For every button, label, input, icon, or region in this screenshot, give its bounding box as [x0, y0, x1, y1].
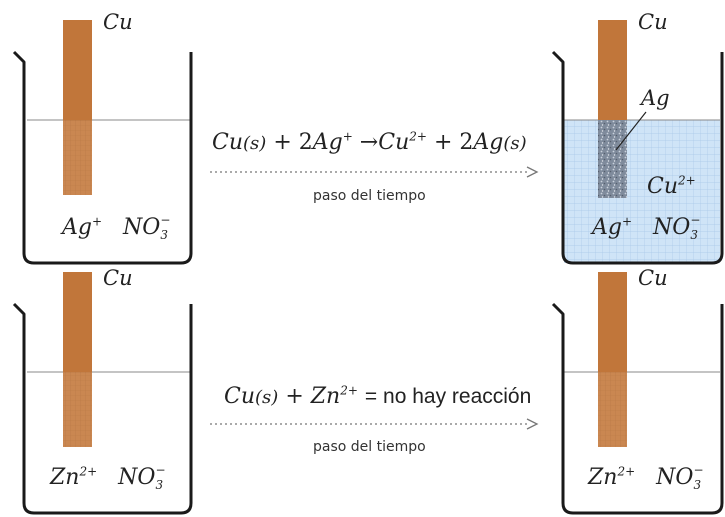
- cation: Zn: [50, 465, 80, 490]
- anion-charge: −: [690, 212, 701, 227]
- reactant-2: Zn: [310, 384, 341, 409]
- anion-charge: −: [693, 462, 704, 477]
- anion: NO: [123, 215, 161, 240]
- cation-charge: 2+: [79, 464, 98, 479]
- deposit-pointer-line: [615, 111, 647, 151]
- time-arrow-top: [210, 166, 539, 178]
- copper-rod-submerged: [63, 120, 92, 195]
- plus-sign: +: [273, 130, 292, 155]
- copper-rod-submerged: [598, 372, 627, 447]
- anion: NO: [653, 215, 691, 240]
- copper-rod-submerged: [63, 372, 92, 447]
- plus-sign: +: [285, 384, 304, 409]
- anion: NO: [118, 465, 156, 490]
- beaker-outline: [551, 50, 724, 265]
- copper-rod: [63, 272, 92, 372]
- cation-charge: 2+: [617, 464, 636, 479]
- metal-label: Cu: [638, 266, 668, 290]
- silver-deposit: [598, 120, 627, 198]
- beaker-cu-znno3-after: [551, 272, 724, 515]
- beaker-cu-agno3-before: [12, 20, 193, 265]
- arrow-head: [526, 418, 539, 430]
- anion-charge: −: [160, 212, 171, 227]
- ion-label-row: Ag+ NO−3: [62, 212, 171, 242]
- reactant-1: Cu: [212, 130, 244, 155]
- anion-charge: −: [155, 462, 166, 477]
- beaker-outline: [12, 302, 193, 515]
- time-arrow-bottom: [210, 418, 539, 430]
- copper-rod: [598, 272, 627, 372]
- product-ion-charge: 2+: [678, 173, 696, 188]
- no-reaction-text: = no hay reacción: [364, 385, 532, 408]
- solution-grid: [564, 120, 720, 263]
- arrow-head: [526, 166, 539, 178]
- reactant-1-state: (s): [255, 387, 279, 408]
- beaker-outline: [551, 302, 724, 515]
- product-2-coefficient: 2: [459, 130, 474, 155]
- beaker-cu-agno3-after: [551, 20, 724, 265]
- cation-charge: +: [91, 214, 103, 229]
- coefficient: 2: [298, 130, 313, 155]
- metal-label: Cu: [103, 10, 133, 34]
- cation: Ag: [592, 215, 622, 240]
- beaker-outline: [12, 50, 193, 265]
- anion-indices: −3: [155, 462, 166, 492]
- product-ion: Cu: [647, 174, 679, 199]
- beaker-cu-znno3-before: [12, 272, 193, 515]
- time-label: paso del tiempo: [313, 188, 426, 204]
- anion-indices: −3: [690, 212, 701, 242]
- metal-label: Cu: [638, 10, 668, 34]
- product-2-state: (s): [503, 133, 527, 154]
- reaction-equation-bottom: Cu(s) + Zn2+ = no hay reacción: [224, 384, 531, 409]
- cation: Zn: [588, 465, 618, 490]
- product-1-charge: 2+: [409, 129, 427, 144]
- cation: Ag: [62, 215, 92, 240]
- reaction-equation-top: Cu(s) + 2Ag+ →Cu2+ + 2Ag(s): [212, 130, 527, 155]
- time-label: paso del tiempo: [313, 439, 426, 455]
- reactant-2: Ag: [312, 130, 343, 155]
- reactant-2-charge: +: [342, 129, 353, 144]
- reactant-1: Cu: [224, 384, 256, 409]
- ion-label-row: Zn2+ NO−3: [588, 462, 704, 492]
- copper-rod: [63, 20, 92, 120]
- product-ion-label: Cu2+: [647, 174, 696, 199]
- product-1: Cu: [378, 130, 410, 155]
- reactant-1-state: (s): [243, 133, 267, 154]
- ion-label-row: Zn2+ NO−3: [50, 462, 166, 492]
- reactant-2-charge: 2+: [340, 383, 358, 398]
- reaction-arrow: →: [359, 130, 379, 155]
- metal-label: Cu: [103, 266, 133, 290]
- cation-charge: +: [621, 214, 633, 229]
- product-2: Ag: [473, 130, 504, 155]
- anion: NO: [656, 465, 694, 490]
- ion-label-row: Ag+ NO−3: [592, 212, 701, 242]
- anion-indices: −3: [693, 462, 704, 492]
- copper-rod: [598, 20, 627, 120]
- plus-sign: +: [433, 130, 453, 155]
- silver-deposit-label: Ag: [641, 86, 670, 110]
- anion-indices: −3: [160, 212, 171, 242]
